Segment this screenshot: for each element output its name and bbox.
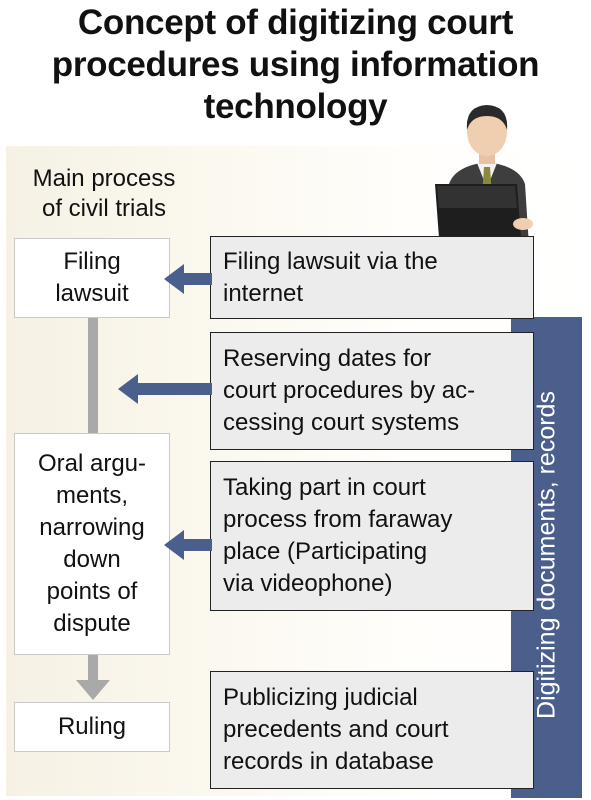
page-title: Concept of digitizing court procedures u… (0, 2, 591, 128)
step-oral-arguments-line-3: narrowing (39, 514, 145, 541)
action-remote-participation-line-3: place (Participating (223, 538, 428, 565)
step-ruling: Ruling (14, 702, 170, 752)
side-bar-label: Digitizing documents, records (532, 391, 561, 719)
title-line-2: procedures using information (51, 45, 540, 84)
main-process-label-line-1: Main process (32, 165, 176, 192)
action-publicizing-line-3: records in database (223, 748, 434, 775)
step-oral-arguments-line-4: down (63, 546, 121, 573)
action-filing-online-line-2: internet (223, 279, 304, 307)
step-filing-lawsuit-line-2: lawsuit (55, 280, 129, 307)
action-publicizing-precedents: Publicizing judicial precedents and cour… (210, 671, 534, 789)
main-process-label: Main process of civil trials (14, 164, 194, 224)
action-remote-participation-line-4: via videophone) (223, 570, 393, 597)
step-filing-lawsuit-line-1: Filing (63, 248, 121, 275)
step-filing-lawsuit: Filing lawsuit (14, 238, 170, 318)
left-arrow-icon (164, 264, 212, 294)
action-publicizing-line-1: Publicizing judicial (223, 684, 418, 711)
action-filing-online: Filing lawsuit via the internet (210, 236, 534, 319)
left-arrow-icon (164, 530, 212, 560)
step-oral-arguments-line-1: Oral argu- (37, 450, 147, 477)
title-line-3: technology (203, 87, 388, 126)
action-remote-participation-line-1: Taking part in court (223, 474, 426, 501)
action-publicizing-line-2: precedents and court (223, 716, 449, 743)
step-ruling-line-1: Ruling (57, 713, 127, 740)
action-reserving-dates: Reserving dates for court procedures by … (210, 332, 534, 450)
action-filing-online-line-1: Filing lawsuit via the (223, 247, 438, 275)
down-arrow-icon (76, 680, 110, 700)
action-reserving-dates-line-2: court procedures by ac- (223, 377, 476, 404)
action-reserving-dates-line-3: cessing court systems (223, 409, 460, 436)
step-oral-arguments-line-2: ments, (55, 482, 128, 509)
title-line-1: Concept of digitizing court (77, 3, 514, 42)
step-oral-arguments-line-6: dispute (53, 610, 131, 637)
action-reserving-dates-line-1: Reserving dates for (223, 345, 432, 372)
process-connector-line-2 (88, 655, 98, 682)
main-process-label-line-2: of civil trials (41, 195, 167, 222)
process-connector-line (88, 318, 98, 433)
step-oral-arguments-line-5: points of (46, 578, 138, 605)
step-oral-arguments: Oral argu- ments, narrowing down points … (14, 433, 170, 655)
action-remote-participation-line-2: process from faraway (223, 506, 453, 533)
left-arrow-icon (118, 374, 212, 404)
person-at-laptop-icon (435, 105, 533, 246)
action-remote-participation: Taking part in court process from farawa… (210, 461, 534, 611)
